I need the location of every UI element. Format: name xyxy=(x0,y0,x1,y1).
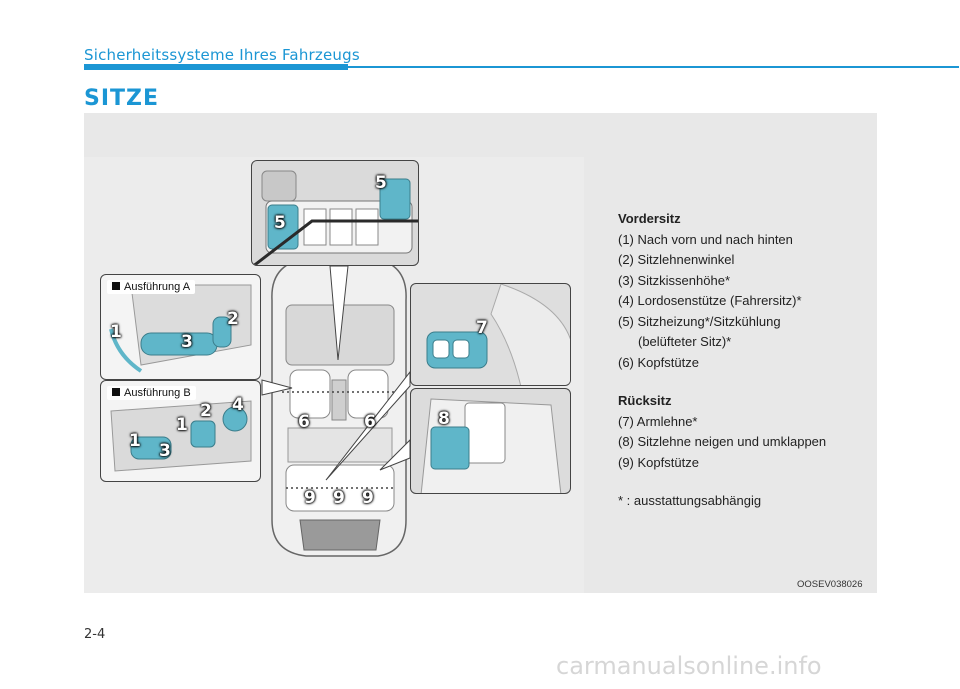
callout-number-5-right: 5 xyxy=(375,173,387,193)
legend-item: (3) Sitzkissenhöhe* xyxy=(618,272,730,288)
car-number-6-left: 6 xyxy=(298,412,310,432)
variant-a-seat-side xyxy=(109,284,252,373)
callout-number-1: 1 xyxy=(110,322,122,342)
seatback-illustration xyxy=(420,398,562,493)
legend-item: (1) Nach vorn und nach hinten xyxy=(618,231,793,247)
legend-front-heading: Vordersitz xyxy=(618,211,681,226)
callout-seat-heater: 5 5 xyxy=(251,160,419,266)
callout-number-1-b: 1 xyxy=(129,431,141,451)
callout-number-2-b: 2 xyxy=(200,401,212,421)
variant-a-label: Ausführung A xyxy=(107,280,196,294)
variant-b-label: Ausführung B xyxy=(107,386,196,400)
watermark: carmanualsonline.info xyxy=(556,652,822,680)
page-number: 2-4 xyxy=(84,627,106,642)
legend-item: (8) Sitzlehne neigen und umklappen xyxy=(618,434,827,449)
variant-b-seat-side xyxy=(110,400,252,472)
legend-item: (2) Sitzlehnenwinkel xyxy=(618,252,735,267)
running-header: Sicherheitssysteme Ihres Fahrzeugs xyxy=(84,46,360,64)
car-number-9-mid: 9 xyxy=(333,488,345,508)
armrest-illustration xyxy=(426,284,570,385)
callout-number-4-b: 4 xyxy=(232,395,244,415)
legend-item: (4) Lordosenstütze (Fahrersitz)* xyxy=(618,293,802,308)
callout-number-3-b: 3 xyxy=(159,441,171,461)
callout-variant-b: Ausführung B 1 1 2 3 4 xyxy=(100,380,261,482)
legend-item: (9) Kopfstütze xyxy=(618,454,699,470)
car-number-9-left: 9 xyxy=(304,488,316,508)
legend-item: (7) Armlehne* xyxy=(618,413,698,429)
callout-variant-a: Ausführung A 1 2 3 xyxy=(100,274,261,380)
header-rule-accent xyxy=(84,64,348,70)
header-rule xyxy=(84,66,959,68)
legend-item-continued: (belüfteter Sitz)* xyxy=(638,334,732,349)
legend-footnote: * : ausstattungsabhängig xyxy=(618,493,762,508)
callout-armrest: 7 xyxy=(410,283,571,386)
legend-item: (5) Sitzheizung*/Sitzkühlung xyxy=(618,313,781,329)
callout-number-2: 2 xyxy=(227,309,239,329)
seat-heater-panel xyxy=(252,170,418,265)
seat-legend: Vordersitz (1) Nach vorn und nach hinten… xyxy=(618,209,826,512)
car-top-view xyxy=(271,257,407,557)
callout-number-5-left: 5 xyxy=(274,213,286,233)
car-number-9-right: 9 xyxy=(362,488,374,508)
legend-rear-heading: Rücksitz xyxy=(618,393,672,408)
callout-number-3: 3 xyxy=(181,332,193,352)
callout-pointers xyxy=(261,265,411,481)
callout-seatback-fold: 8 xyxy=(410,388,571,494)
callout-number-7: 7 xyxy=(476,318,488,338)
callout-number-8: 8 xyxy=(438,409,450,429)
figure-code: OOSEV038026 xyxy=(797,579,863,590)
car-number-6-right: 6 xyxy=(364,412,376,432)
section-title: SITZE xyxy=(84,86,160,111)
callout-number-1-b2: 1 xyxy=(176,415,188,435)
legend-item: (6) Kopfstütze xyxy=(618,354,699,370)
